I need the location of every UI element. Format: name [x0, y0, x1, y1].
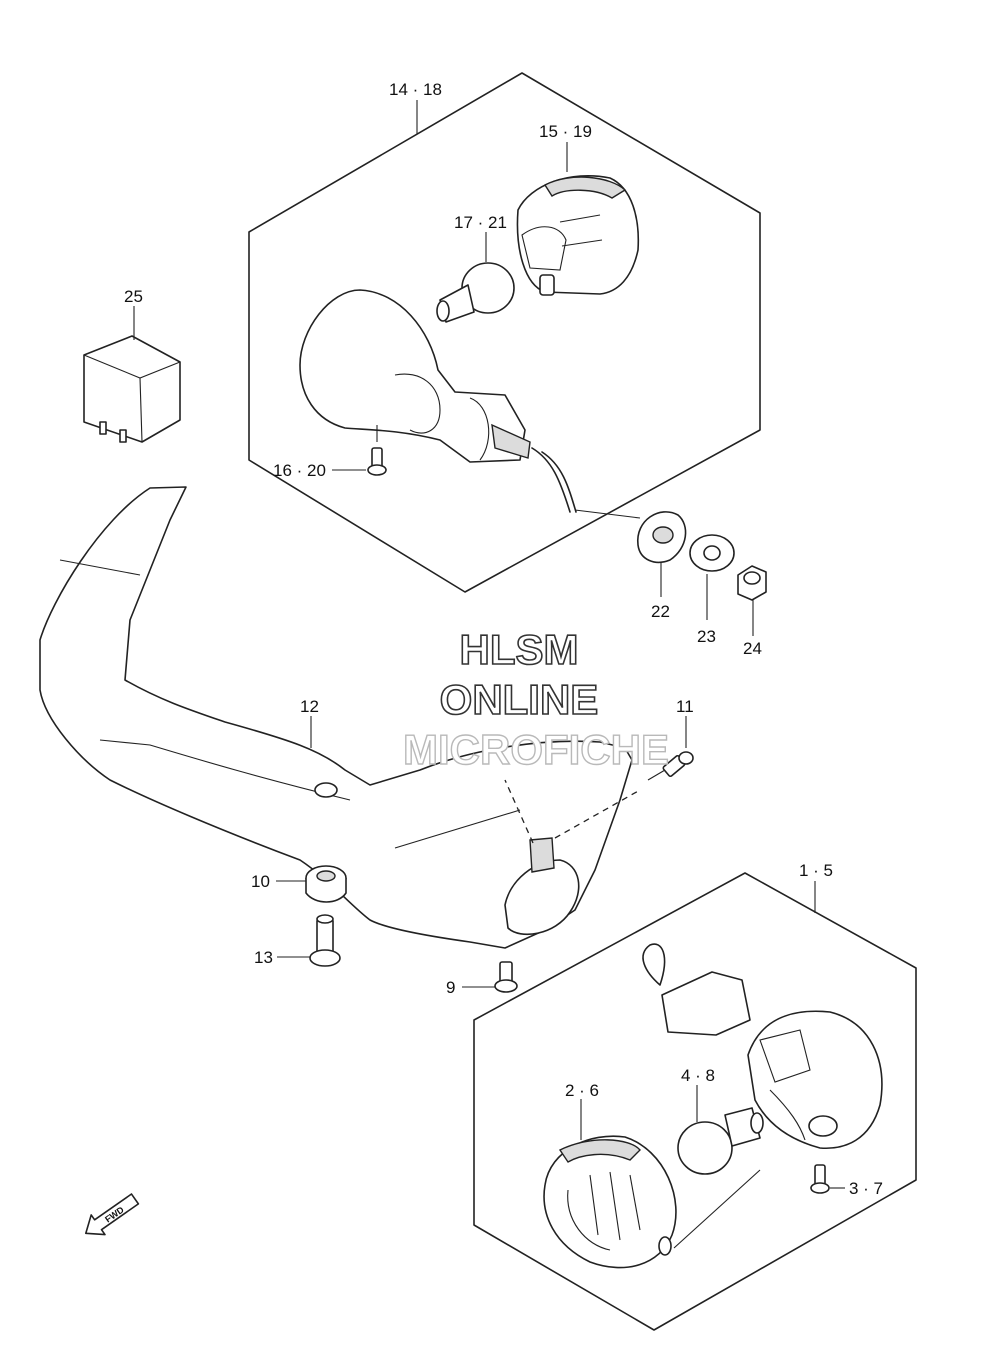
callout-25: 25: [124, 287, 143, 306]
washer-22: [637, 511, 687, 564]
callout-10: 10: [251, 872, 270, 891]
grommet-10: [305, 865, 347, 903]
callout-24: 24: [743, 639, 762, 658]
watermark-line-3: MICROFICHE: [403, 726, 669, 773]
watermark: HLSM ONLINE MICROFICHE: [402, 625, 669, 774]
callout-4-8: 4 · 8: [681, 1066, 715, 1085]
leader-lines: [133, 100, 845, 1249]
screw-16-20: [367, 425, 387, 476]
upper-assembly-frame: [248, 72, 761, 593]
watermark-line-1: HLSM: [460, 626, 579, 673]
fwd-direction-arrow: FWD: [84, 1193, 140, 1236]
callout-14-18: 14 · 18: [389, 80, 442, 99]
washer-23: [689, 534, 735, 572]
callout-11: 11: [676, 697, 694, 716]
upper-bulb: [436, 262, 515, 323]
callout-3-7: 3 · 7: [849, 1179, 883, 1198]
callout-13: 13: [254, 948, 273, 967]
bolt-13: [309, 914, 341, 967]
screw-9: [494, 961, 518, 993]
callout-12: 12: [300, 697, 319, 716]
callout-22: 22: [651, 602, 670, 621]
callout-16-20: 16 · 20: [273, 461, 326, 480]
nut-24: [737, 565, 767, 601]
upper-turn-signal-housing: [299, 289, 577, 513]
bracket-12: [39, 486, 641, 949]
lower-turn-signal-housing: [642, 943, 883, 1150]
lower-bulb: [677, 1107, 764, 1175]
callout-23: 23: [697, 627, 716, 646]
callout-17-21: 17 · 21: [454, 213, 507, 232]
callout-2-6: 2 · 6: [565, 1081, 599, 1100]
callout-1-5: 1 · 5: [799, 861, 833, 880]
screw-3-7: [810, 1164, 830, 1194]
screw-11: [647, 751, 694, 781]
callout-9: 9: [446, 978, 455, 997]
lower-assembly-frame: [473, 872, 917, 1331]
watermark-line-2: ONLINE: [440, 676, 599, 723]
upper-lens: [516, 175, 640, 296]
callout-15-19: 15 · 19: [539, 122, 592, 141]
relay-unit: [83, 335, 181, 443]
callout-labels: 14 · 18 15 · 19 17 · 21 25 16 · 20 22 23…: [124, 80, 883, 1198]
lower-lens: [543, 1135, 677, 1269]
